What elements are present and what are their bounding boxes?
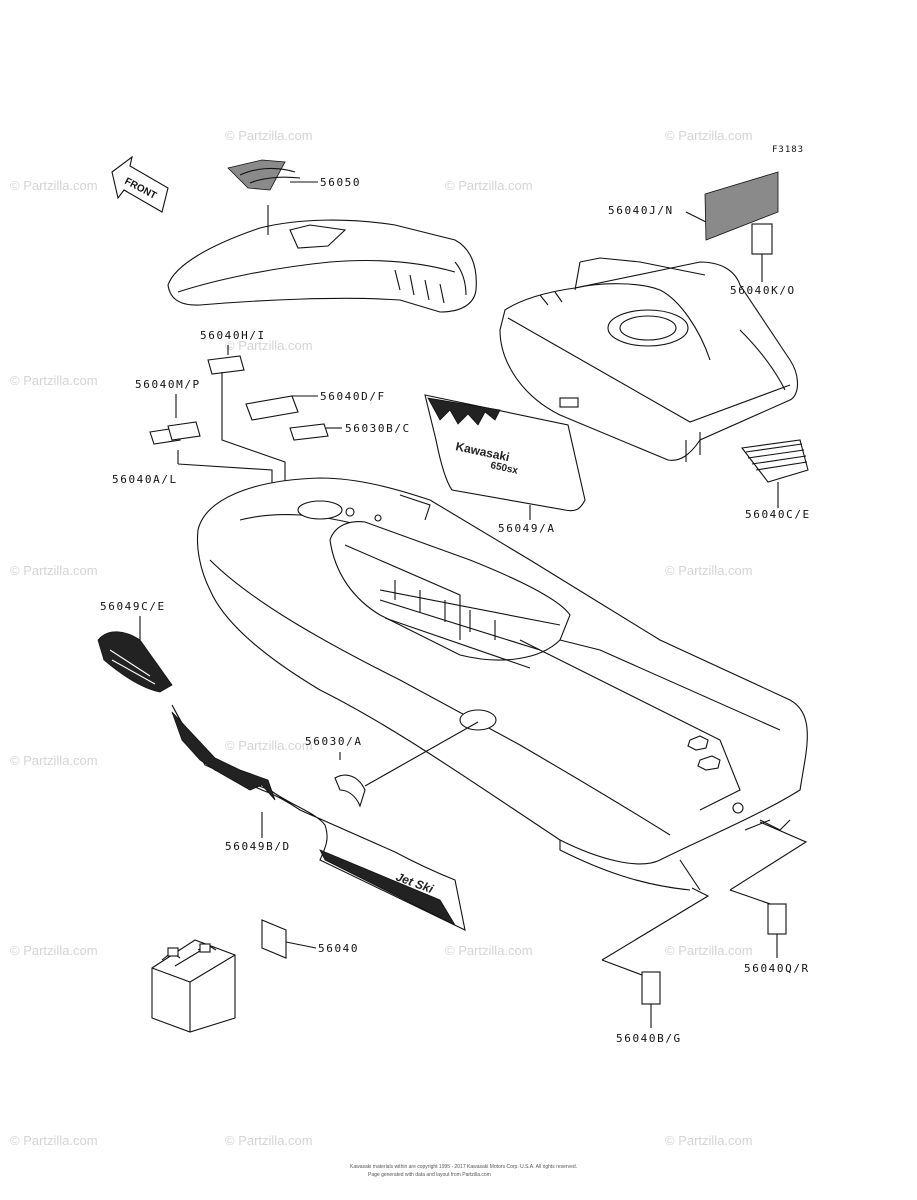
part-label-56040A-L: 56040A/L [112,473,178,486]
watermark: © Partzilla.com [665,1133,753,1148]
decal-56050 [227,159,318,191]
part-label-56040J-N: 56040J/N [608,204,674,217]
decal-56040H-I [207,345,245,375]
part-label-56050: 56050 [320,176,361,189]
watermark: © Partzilla.com [225,338,313,353]
decal-56030A [334,721,479,808]
watermark: © Partzilla.com [665,128,753,143]
part-label-56040B-G: 56040B/G [616,1032,682,1045]
decal-56049C-E [97,616,173,693]
decal-56040Q-R [729,821,808,958]
decal-56030B-C [289,423,342,441]
watermark: © Partzilla.com [445,178,533,193]
figure-id: F3183 [772,145,804,155]
decal-56040J-N [685,171,779,241]
part-label-56049A: 56049/A [498,522,556,535]
watermark: © Partzilla.com [10,178,98,193]
decal-56040D-F [245,395,318,421]
part-label-56049C-E: 56049C/E [100,600,166,613]
part-label-56040: 56040 [318,942,359,955]
watermark: © Partzilla.com [225,128,313,143]
part-label-56040D-F: 56040D/F [320,390,386,403]
watermark: © Partzilla.com [10,563,98,578]
hood-cover [167,205,477,313]
decal-56040B-G [601,887,710,1028]
watermark: © Partzilla.com [10,1133,98,1148]
watermark: © Partzilla.com [10,943,98,958]
watermark: © Partzilla.com [665,563,753,578]
front-arrow-icon: FRONT [111,155,169,213]
decal-56040M-P [149,394,201,445]
watermark: © Partzilla.com [10,373,98,388]
footer-copyright: Kawasaki materials within are copyright … [350,1164,577,1170]
watermark: © Partzilla.com [665,943,753,958]
part-label-56030-A: 56030/A [305,735,363,748]
decal-56040K-O [751,223,773,282]
watermark: © Partzilla.com [445,943,533,958]
watermark: © Partzilla.com [225,1133,313,1148]
rear-cover [499,257,799,462]
decal-56040 [261,919,317,959]
part-label-56040K-O: 56040K/O [730,284,796,297]
watermark: © Partzilla.com [225,738,313,753]
decal-56049B-D: Jet Ski [171,704,466,931]
watermark: © Partzilla.com [10,753,98,768]
part-label-56040H-I: 56040H/I [200,329,266,342]
part-label-56040Q-R: 56040Q/R [744,962,810,975]
part-label-56049B-D: 56049B/D [225,840,291,853]
decal-56049A: Kawasaki 650sx [424,394,586,520]
part-label-56030B-C: 56030B/C [345,422,411,435]
part-label-56040C-E: 56040C/E [745,508,811,521]
part-label-56040M-P: 56040M/P [135,378,201,391]
footer-generated: Page generated with data and layout from… [368,1172,491,1178]
decal-56040C-E [740,439,809,508]
battery-icon [151,939,236,1033]
hull [196,477,808,891]
